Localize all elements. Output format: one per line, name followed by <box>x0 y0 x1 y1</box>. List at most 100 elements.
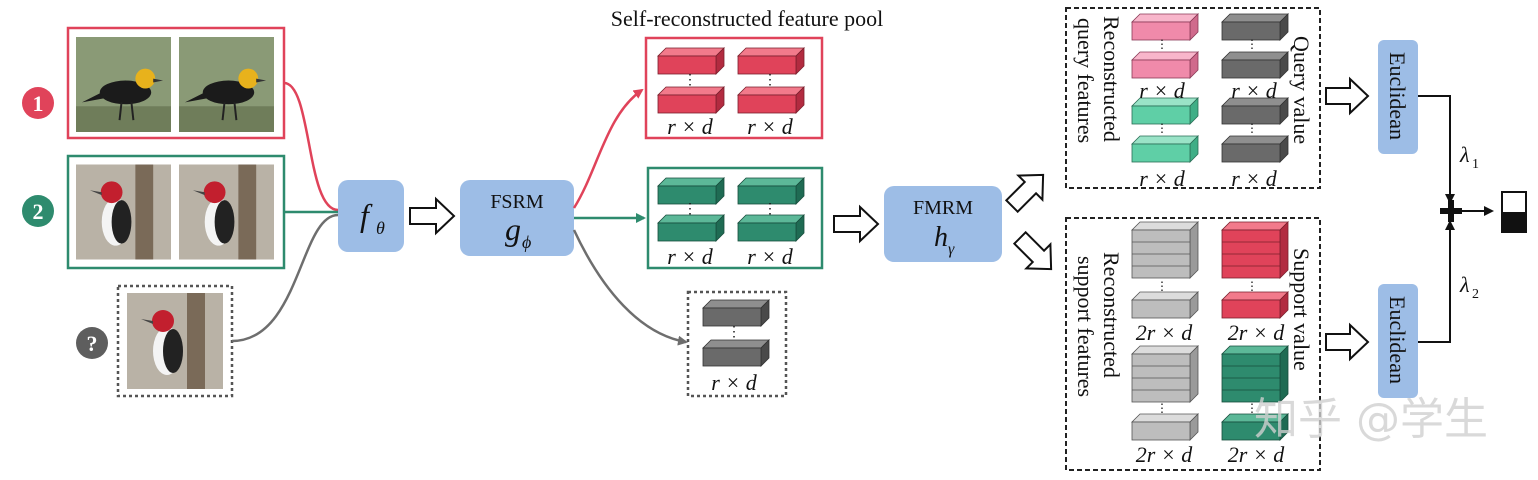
fmrm-name: FMRM <box>913 197 973 219</box>
query-feature-cube-pink-b <box>1131 51 1199 79</box>
support-feature-dim-1: 2r × d <box>1136 320 1193 345</box>
support-feature-dim-2: 2r × d <box>1136 442 1193 467</box>
red-pool-cube-1a <box>657 47 725 75</box>
query-badge-label: ? <box>87 331 98 356</box>
support-value-label: Support value <box>1289 248 1314 371</box>
lambda-2: λ <box>1459 272 1470 297</box>
fsrm-subscript: ϕ <box>522 232 531 252</box>
flow-arrow-fmrm-to-support <box>1012 230 1053 271</box>
query-pool-dim: r × d <box>711 370 757 395</box>
query-feature-dim-1: r × d <box>1139 78 1185 103</box>
query-feature-pool <box>686 290 788 398</box>
query-feature-dots-1: ⋮ <box>1156 37 1168 51</box>
fmrm-label: h <box>934 222 948 253</box>
class-1-badge-label: 1 <box>33 91 44 116</box>
support-score-line <box>1418 220 1455 343</box>
query-pool-cube-a <box>702 299 770 327</box>
green-pool-cube-1a <box>657 177 725 205</box>
support-feature-stack-b <box>1131 345 1199 403</box>
query-panel-label-line2: query features <box>1073 18 1098 143</box>
support-feature-cube-a <box>1131 291 1199 319</box>
class-1-connector <box>283 81 339 212</box>
query-pool-dots: ⋮ <box>727 325 741 340</box>
support-feature-stack-a <box>1131 221 1199 279</box>
query-feature-dots-2: ⋮ <box>1156 121 1168 135</box>
support-panel-label-line1: Reconstructed <box>1099 252 1124 378</box>
query-value-dim-1: r × d <box>1231 78 1277 103</box>
red-pool-cube-1b <box>657 86 725 114</box>
green-pool-dots-1: ⋮ <box>683 202 697 217</box>
euclidean-support-module <box>1378 284 1418 398</box>
backbone-module <box>338 180 404 252</box>
red-pool-cube-2b <box>737 86 805 114</box>
green-pool-dots-2: ⋮ <box>763 202 777 217</box>
query-pool-cube-b <box>702 339 770 367</box>
red-pool-dim-2: r × d <box>747 114 793 139</box>
red-pool-dim-1: r × d <box>667 114 713 139</box>
support-feature-cube-b <box>1131 413 1199 441</box>
flow-arrow-support-to-euclidean <box>1325 322 1370 362</box>
query-feature-dim-2: r × d <box>1139 166 1185 191</box>
query-value-cube-b <box>1221 51 1289 79</box>
euclidean-query-label: Euclidean <box>1385 52 1410 140</box>
support-value-dim-2: 2r × d <box>1228 442 1285 467</box>
feature-pool-title: Self-reconstructed feature pool <box>611 6 883 31</box>
class-1-bird-image-b <box>179 37 274 132</box>
fsrm-label: g <box>505 211 521 247</box>
lambda-1: λ <box>1459 142 1470 167</box>
backbone-subscript: θ <box>376 218 385 238</box>
flow-arrow-fmrm-to-query <box>1004 173 1045 214</box>
zhihu-watermark: 知乎 @学生 <box>1254 394 1488 445</box>
query-value-cube-d <box>1221 135 1289 163</box>
flow-arrow-pool-to-fmrm <box>833 204 880 244</box>
query-feature-cube-mint-b <box>1131 135 1199 163</box>
euclidean-query-module <box>1378 40 1418 154</box>
support-value-dots-1: ⋮ <box>1246 279 1258 293</box>
class-2-bird-image-a <box>76 164 171 260</box>
red-pool-cube-2a <box>737 47 805 75</box>
sum-node-icon <box>1440 200 1462 222</box>
support-value-stack-red <box>1221 221 1289 279</box>
flow-arrow-backbone-to-fsrm <box>409 196 456 236</box>
support-feature-dots-1: ⋮ <box>1156 279 1168 293</box>
class-2-badge: 2 <box>22 195 54 227</box>
euclidean-support-label: Euclidean <box>1385 296 1410 384</box>
green-feature-pool <box>646 166 824 270</box>
class-2-bird-image-b <box>179 164 274 260</box>
query-connector <box>231 213 339 343</box>
flow-arrow-query-to-euclidean <box>1325 76 1370 116</box>
query-value-label: Query value <box>1289 36 1314 144</box>
support-panel-label-line2: support features <box>1073 256 1098 397</box>
query-value-dots-2: ⋮ <box>1246 121 1258 135</box>
red-pool-dots-1: ⋮ <box>683 73 697 88</box>
red-pool-arrow <box>572 88 644 209</box>
score-bar-icon <box>1501 191 1527 233</box>
fmrm-subscript: γ <box>948 241 955 258</box>
lambda-2-subscript: 2 <box>1472 287 1479 302</box>
lambda-1-subscript: 1 <box>1472 157 1479 172</box>
query-badge: ? <box>76 327 108 359</box>
query-bird-image <box>127 293 223 389</box>
query-feature-panel <box>1065 7 1321 189</box>
green-pool-cube-1b <box>657 214 725 242</box>
green-pool-dim-2: r × d <box>747 244 793 269</box>
support-feature-dots-2: ⋮ <box>1156 401 1168 415</box>
support-value-dim-1: 2r × d <box>1228 320 1285 345</box>
query-pool-arrow <box>572 229 688 346</box>
class-1-bird-image-a <box>76 37 171 132</box>
green-pool-dim-1: r × d <box>667 244 713 269</box>
red-feature-pool <box>644 36 824 140</box>
fmrm-module <box>884 186 1002 262</box>
query-value-dim-2: r × d <box>1231 166 1277 191</box>
support-value-dots-2: ⋮ <box>1246 401 1258 415</box>
query-score-line <box>1418 95 1455 204</box>
red-pool-dots-2: ⋮ <box>763 73 777 88</box>
query-panel-label-line1: Reconstructed <box>1099 16 1124 142</box>
fsrm-module <box>460 180 574 256</box>
support-value-cube-red <box>1221 291 1289 319</box>
fsrm-name: FSRM <box>490 191 544 213</box>
class-1-badge: 1 <box>22 87 54 119</box>
green-pool-cube-2b <box>737 214 805 242</box>
